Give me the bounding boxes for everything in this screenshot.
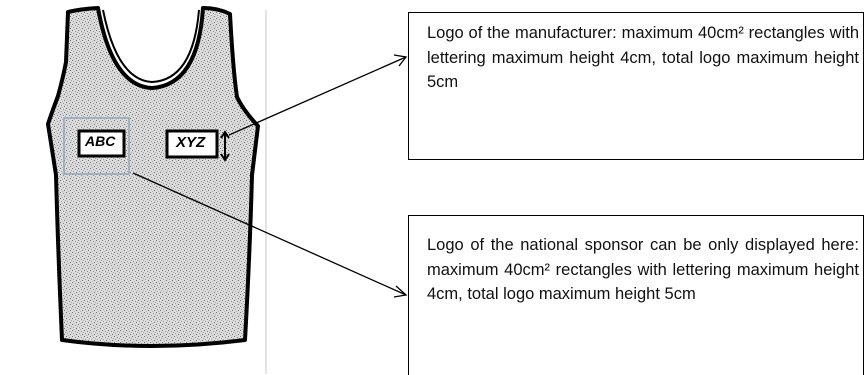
singlet-illustration — [46, 6, 260, 348]
xyz-logo-text: XYZ — [176, 134, 206, 151]
double-arrow-icon — [220, 130, 230, 162]
pointer-arrow-icon — [132, 54, 408, 298]
xyz-logo — [165, 129, 219, 159]
abc-logo — [63, 117, 130, 175]
abc-logo-text: ABC — [85, 133, 116, 149]
manufacturer-callout: Logo of the manufacturer: maximum 40cm² … — [408, 12, 864, 160]
national-sponsor-callout-text: Logo of the national sponsor can be only… — [427, 236, 859, 303]
manufacturer-callout-text: Logo of the manufacturer: maximum 40cm² … — [427, 24, 859, 91]
national-sponsor-callout: Logo of the national sponsor can be only… — [408, 215, 864, 375]
